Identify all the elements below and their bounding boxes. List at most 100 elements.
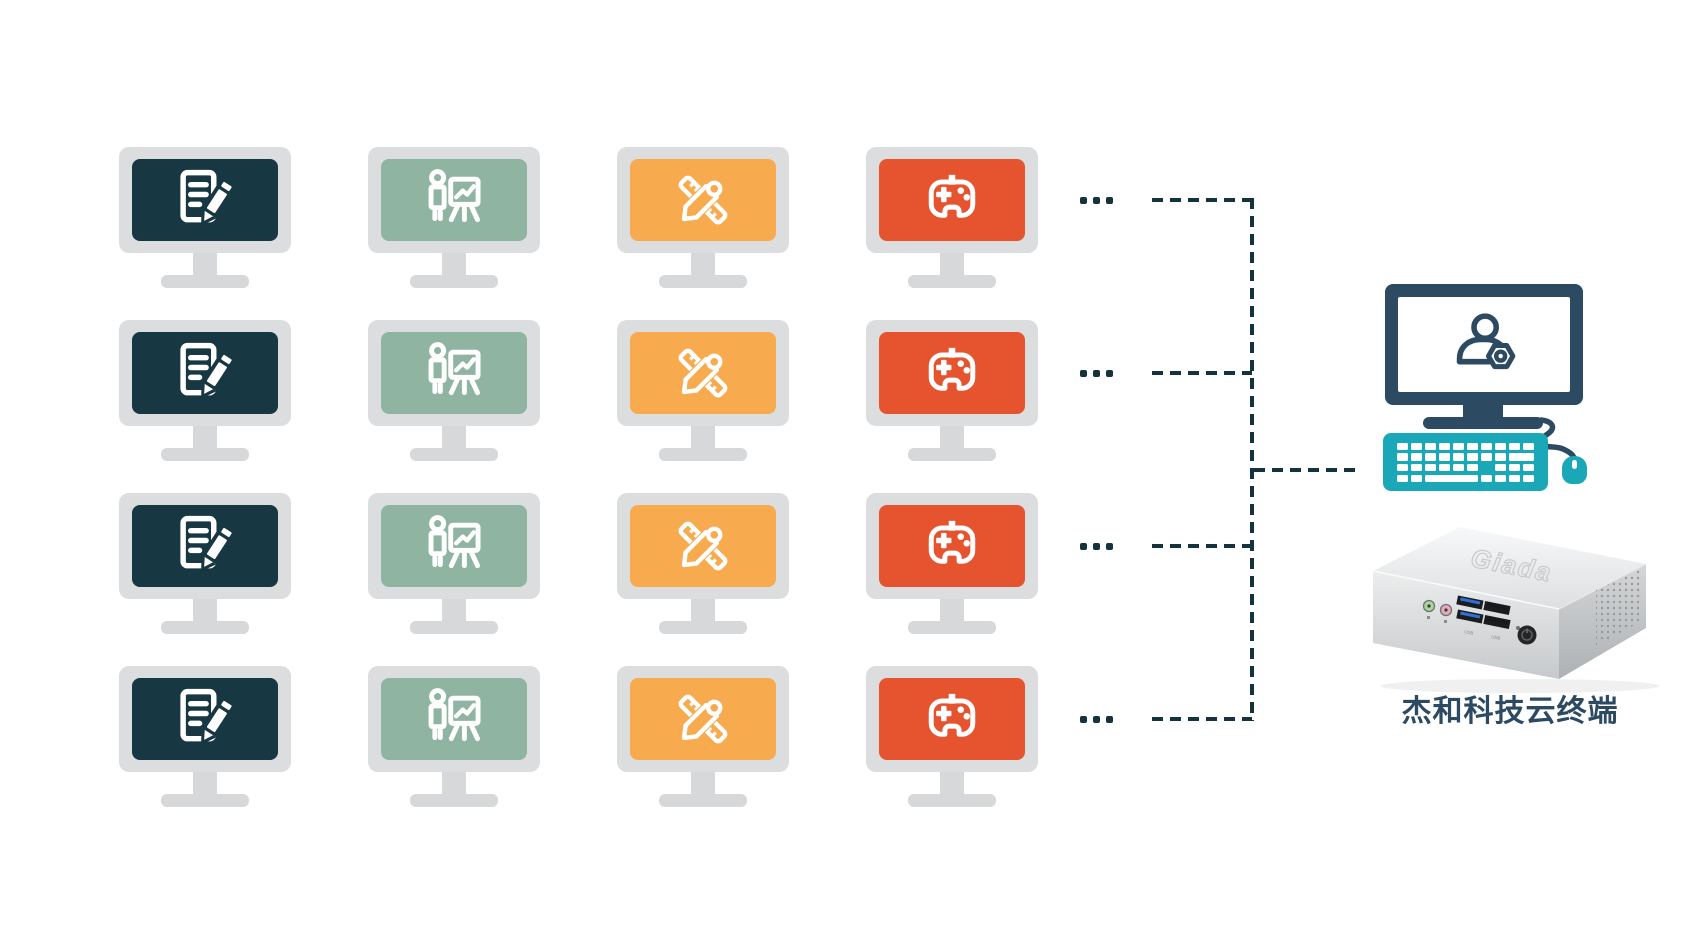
cloud-terminal-device: Giada USB bbox=[1372, 527, 1660, 693]
ellipsis-dot bbox=[1106, 715, 1113, 723]
gamepad-icon bbox=[928, 174, 976, 218]
monitor-screen bbox=[132, 159, 278, 241]
monitor-base bbox=[908, 794, 996, 807]
keyboard-key bbox=[1467, 453, 1478, 461]
keyboard-key bbox=[1439, 463, 1450, 472]
ruler-pencil-icon bbox=[673, 692, 730, 749]
workstation-monitor-presentation bbox=[368, 147, 540, 288]
workstation-monitor-design bbox=[617, 666, 789, 807]
workstation-monitor-presentation bbox=[368, 493, 540, 634]
keyboard-key bbox=[1495, 442, 1506, 450]
keyboard-key bbox=[1481, 453, 1492, 461]
device-ports: USB USB bbox=[1422, 595, 1537, 645]
monitor-base bbox=[410, 275, 498, 288]
monitor-base bbox=[908, 448, 996, 461]
monitor-screen bbox=[879, 505, 1025, 587]
keyboard-key bbox=[1453, 453, 1464, 461]
host-monitor-base bbox=[1423, 417, 1543, 429]
monitor-screen bbox=[381, 678, 527, 760]
ellipsis bbox=[1080, 369, 1113, 377]
monitor-base bbox=[410, 794, 498, 807]
keyboard-key bbox=[1467, 442, 1478, 450]
keyboard-key bbox=[1481, 442, 1492, 450]
ellipsis-dot bbox=[1106, 542, 1113, 550]
monitor-screen bbox=[132, 332, 278, 414]
presentation-chart-icon bbox=[428, 342, 481, 396]
device-shadow bbox=[1380, 679, 1660, 693]
reset-hole bbox=[1516, 626, 1520, 630]
device-front-face bbox=[1373, 571, 1559, 679]
keyboard-key bbox=[1481, 474, 1492, 483]
keyboard-key bbox=[1439, 442, 1450, 450]
keyboard-key bbox=[1509, 474, 1520, 483]
host-monitor-screen bbox=[1398, 297, 1570, 392]
row-connector-line bbox=[1152, 717, 1252, 721]
mouse-wheel bbox=[1572, 460, 1577, 469]
monitor-base bbox=[161, 275, 249, 288]
monitor-screen bbox=[381, 159, 527, 241]
keyboard-key bbox=[1509, 442, 1520, 450]
keyboard-key bbox=[1509, 453, 1534, 461]
keyboard-key bbox=[1411, 442, 1422, 450]
keyboard-key bbox=[1411, 463, 1422, 472]
keyboard-key bbox=[1523, 442, 1534, 450]
ellipsis bbox=[1080, 715, 1113, 723]
workstation-monitor-document-editing bbox=[119, 666, 291, 807]
trunk-connector-line bbox=[1250, 198, 1254, 721]
power-button bbox=[1517, 625, 1537, 645]
keyboard-key bbox=[1397, 453, 1408, 461]
workstation-monitor-design bbox=[617, 147, 789, 288]
ellipsis-dot bbox=[1080, 369, 1087, 377]
monitor-base bbox=[410, 448, 498, 461]
workstation-monitor-gaming bbox=[866, 666, 1038, 807]
keyboard-key bbox=[1453, 463, 1464, 472]
mouse bbox=[1562, 456, 1587, 484]
keyboard-key bbox=[1509, 463, 1520, 472]
workstation-monitor-document-editing bbox=[119, 320, 291, 461]
monitor-screen bbox=[630, 332, 776, 414]
monitor-screen bbox=[630, 678, 776, 760]
device-vents bbox=[1596, 570, 1640, 646]
document-edit-icon bbox=[180, 342, 238, 399]
monitor-base bbox=[161, 448, 249, 461]
keyboard-key bbox=[1495, 453, 1506, 461]
monitor-screen bbox=[630, 159, 776, 241]
ellipsis-dot bbox=[1106, 369, 1113, 377]
monitor-screen bbox=[132, 678, 278, 760]
row-connector-line bbox=[1152, 198, 1252, 202]
keyboard-key bbox=[1411, 474, 1422, 483]
gamepad-icon bbox=[928, 520, 976, 564]
gamepad-icon bbox=[928, 347, 976, 391]
document-edit-icon bbox=[180, 169, 238, 226]
host-connector-line bbox=[1254, 468, 1356, 472]
keyboard-key bbox=[1397, 474, 1408, 483]
workstation-monitor-gaming bbox=[866, 320, 1038, 461]
workstation-monitor-presentation bbox=[368, 666, 540, 807]
monitor-screen bbox=[879, 332, 1025, 414]
ruler-pencil-icon bbox=[673, 519, 730, 576]
ruler-pencil-icon bbox=[673, 173, 730, 230]
keyboard-key bbox=[1397, 442, 1408, 450]
monitor-base bbox=[908, 275, 996, 288]
ellipsis-dot bbox=[1080, 542, 1087, 550]
keyboard-key bbox=[1495, 474, 1506, 483]
monitor-base bbox=[161, 621, 249, 634]
ellipsis bbox=[1080, 196, 1113, 204]
ellipsis-dot bbox=[1093, 715, 1100, 723]
document-edit-icon bbox=[180, 688, 238, 745]
row-connector-line bbox=[1152, 544, 1252, 548]
keyboard-key bbox=[1467, 463, 1478, 472]
user-gear-icon bbox=[1456, 312, 1516, 369]
presentation-chart-icon bbox=[428, 169, 481, 223]
keyboard-key bbox=[1523, 463, 1534, 472]
device-top-face bbox=[1373, 527, 1646, 609]
keyboard-key bbox=[1523, 474, 1534, 483]
keyboard-key bbox=[1453, 442, 1464, 450]
document-edit-icon bbox=[180, 515, 238, 572]
keyboard-key bbox=[1425, 463, 1436, 472]
host-monitor-neck bbox=[1463, 403, 1503, 419]
ellipsis bbox=[1080, 542, 1113, 550]
monitor-screen bbox=[132, 505, 278, 587]
ellipsis-dot bbox=[1093, 369, 1100, 377]
ellipsis-dot bbox=[1080, 196, 1087, 204]
